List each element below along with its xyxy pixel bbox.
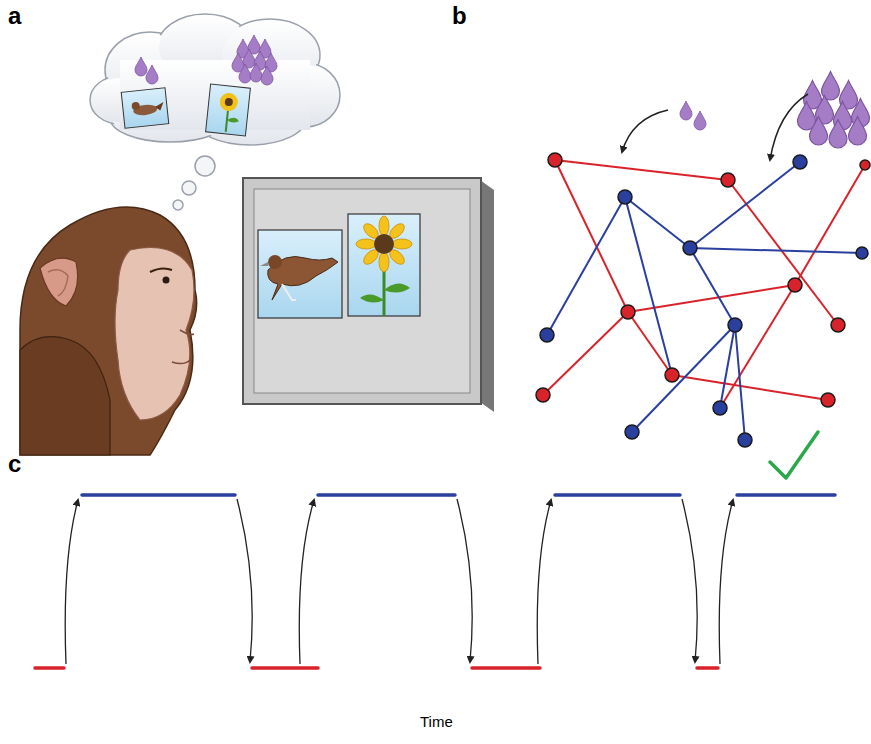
network-edges — [543, 160, 865, 440]
network-nodes — [536, 153, 870, 447]
axis-label: Time — [420, 714, 453, 729]
state-trace — [35, 495, 835, 668]
check-mark — [770, 432, 818, 478]
panel-label: c — [8, 452, 21, 476]
transition-arrows — [65, 499, 733, 664]
reward-drops — [622, 72, 870, 161]
monkey — [20, 207, 197, 455]
panel-label: b — [452, 4, 467, 28]
monitor — [243, 178, 494, 412]
panel-label: a — [8, 4, 21, 28]
